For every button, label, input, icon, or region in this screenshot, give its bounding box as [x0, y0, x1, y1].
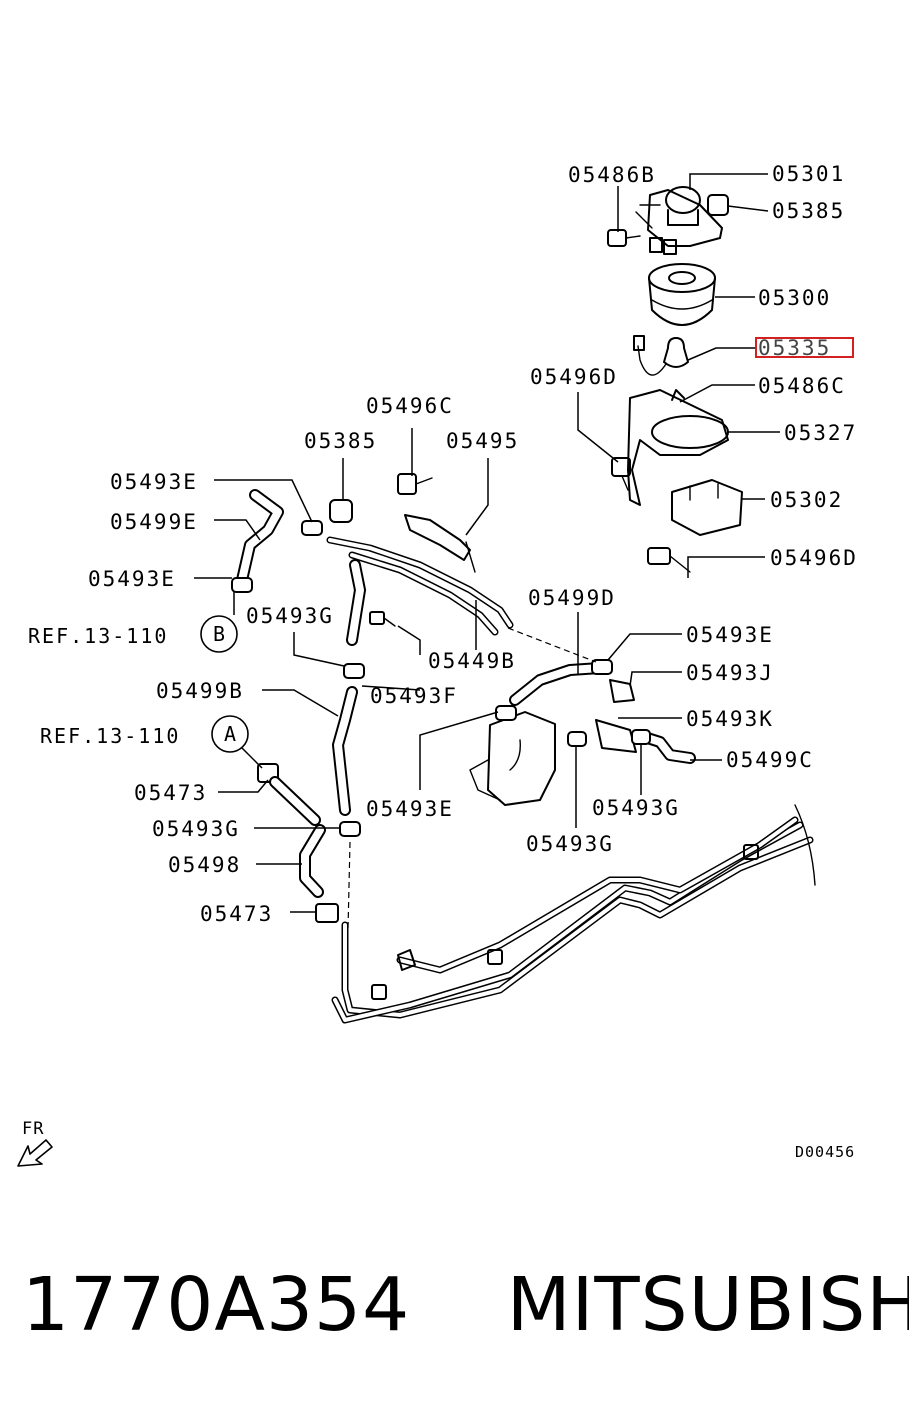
leader-lines — [194, 173, 780, 913]
label-05493J: 05493J — [686, 661, 774, 685]
clamp-05493E-canister — [495, 705, 517, 721]
highlight-box-05335 — [755, 337, 854, 358]
label-05498: 05498 — [168, 853, 241, 877]
hose-05498 — [299, 824, 326, 898]
filter-bracket-connectors — [649, 237, 677, 255]
bracket-05302 — [671, 479, 743, 536]
hose-05499D — [509, 662, 606, 706]
label-05496D-bottom: 05496D — [770, 546, 858, 570]
label-05486B: 05486B — [568, 163, 656, 187]
canister — [469, 711, 556, 806]
label-05473-b: 05473 — [200, 902, 273, 926]
connector-05473-b — [315, 903, 339, 923]
label-05495: 05495 — [446, 429, 519, 453]
footer-caption: 1770A354 MITSUBISHI — [22, 1262, 909, 1372]
bolt-05486B — [607, 229, 641, 247]
ref-b-letter: B — [213, 622, 225, 646]
label-05301: 05301 — [772, 162, 845, 186]
front-arrow-icon — [17, 1139, 53, 1167]
label-05493G-canister: 05493G — [526, 832, 614, 856]
footer-part-number: 1770A354 — [22, 1262, 411, 1348]
label-05493G-left: 05493G — [152, 817, 240, 841]
fuel-filter-head — [635, 186, 729, 247]
clamp-05493G-canister — [567, 731, 587, 747]
label-05493F: 05493F — [370, 684, 458, 708]
label-05385-top: 05385 — [772, 199, 845, 223]
clamp-05493G-mid — [343, 663, 365, 679]
ref-a-text: REF.13-110 — [40, 724, 180, 748]
label-05385-mid: 05385 — [304, 429, 377, 453]
label-05493K: 05493K — [686, 707, 774, 731]
label-05496C: 05496C — [366, 394, 454, 418]
label-05496D-top: 05496D — [530, 365, 618, 389]
clamp-05493G-left — [339, 821, 361, 837]
label-05473-a: 05473 — [134, 781, 207, 805]
bracket-05495 — [404, 514, 476, 573]
label-05327: 05327 — [784, 421, 857, 445]
fuel-pipes-upper — [326, 536, 514, 636]
water-sensor-05335 — [633, 335, 689, 376]
label-05493G-right: 05493G — [592, 796, 680, 820]
ref-b-text: REF.13-110 — [28, 624, 168, 648]
parts-diagram: 05486B 05301 05385 05300 05335 05496D 05… — [17, 162, 858, 1167]
nut-05385-mid — [329, 499, 353, 523]
hose-05499E — [236, 489, 284, 586]
label-05499D: 05499D — [528, 586, 616, 610]
connector-05493K — [595, 719, 637, 753]
label-05449B: 05449B — [428, 649, 516, 673]
label-05499E: 05499E — [110, 510, 198, 534]
ref-b-circle — [200, 615, 238, 653]
dashed-line-canister — [507, 627, 597, 663]
clamp-05493E-left — [301, 520, 323, 536]
ref-a-letter: A — [224, 722, 236, 746]
label-05493E-right: 05493E — [686, 623, 774, 647]
label-05493E-ref-b: 05493E — [88, 567, 176, 591]
fuel-filter-05300 — [648, 263, 716, 326]
clamp-05493E-right — [591, 659, 613, 675]
dashed-line-vertical — [347, 841, 351, 931]
filter-bracket-05327 — [627, 389, 729, 506]
clamp-05493G-right — [631, 729, 651, 745]
label-05493E-left: 05493E — [110, 470, 198, 494]
label-05300: 05300 — [758, 286, 831, 310]
footer-brand: MITSUBISHI — [506, 1262, 909, 1348]
label-05335: 05335 — [758, 336, 831, 360]
fuel-lines-lower — [331, 804, 816, 1024]
bolt-05496D-bottom — [647, 547, 691, 573]
label-05493E-canister: 05493E — [366, 797, 454, 821]
diagram-code: D00456 — [795, 1143, 855, 1161]
connector-05493J — [609, 679, 635, 703]
direction-label: FR — [22, 1119, 44, 1139]
bolt-05496C — [397, 473, 433, 495]
connector-05473-a — [257, 763, 321, 826]
hose-05499B — [332, 559, 366, 816]
ref-a-circle — [211, 715, 249, 753]
label-05302: 05302 — [770, 488, 843, 512]
label-05486C: 05486C — [758, 374, 846, 398]
bolt-05496D-top — [611, 457, 631, 491]
connector-05449B — [369, 611, 396, 627]
clamp-05493E-ref-b — [231, 577, 253, 593]
label-05499C: 05499C — [726, 748, 814, 772]
label-05499B: 05499B — [156, 679, 244, 703]
label-05493G-mid: 05493G — [246, 604, 334, 628]
